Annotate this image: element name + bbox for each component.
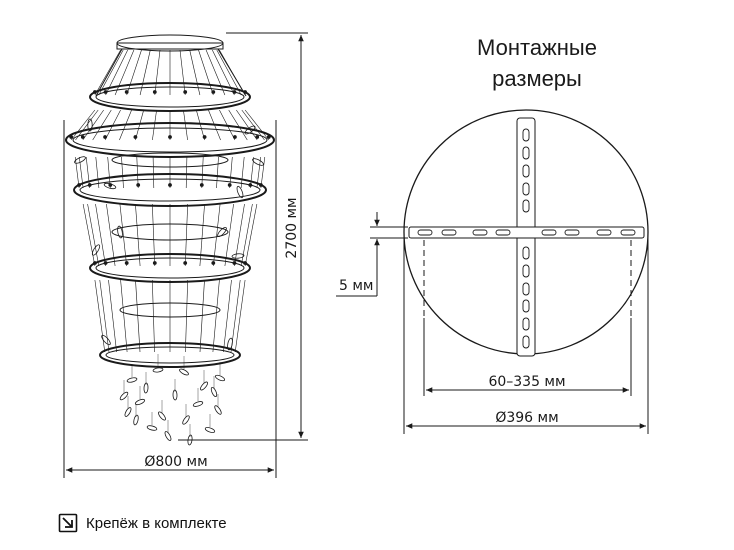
diameter-dimension — [63, 120, 277, 478]
height-label: 2700 мм — [284, 197, 300, 258]
mount-range-dimension — [423, 318, 632, 396]
thickness-dimension — [336, 212, 408, 297]
title-line-2: размеры — [492, 66, 582, 91]
mount-arrow-icon — [58, 513, 78, 533]
chandelier-drawing — [65, 34, 275, 446]
thickness-label: 5 мм — [339, 278, 373, 294]
footer-note: Крепёж в комплекте — [58, 513, 227, 533]
plate-diameter-label: Ø396 мм — [495, 410, 558, 426]
horizontal-bracket — [408, 226, 645, 239]
footer-label: Крепёж в комплекте — [86, 514, 227, 532]
title-line-1: Монтажные — [477, 35, 597, 60]
mount-guides — [423, 240, 632, 318]
mount-range-label: 60–335 мм — [488, 374, 565, 390]
chandelier-diameter-label: Ø800 мм — [144, 454, 207, 470]
tier-5 — [99, 342, 241, 368]
plate-diameter-dimension — [403, 232, 649, 434]
height-dimension — [178, 32, 308, 441]
